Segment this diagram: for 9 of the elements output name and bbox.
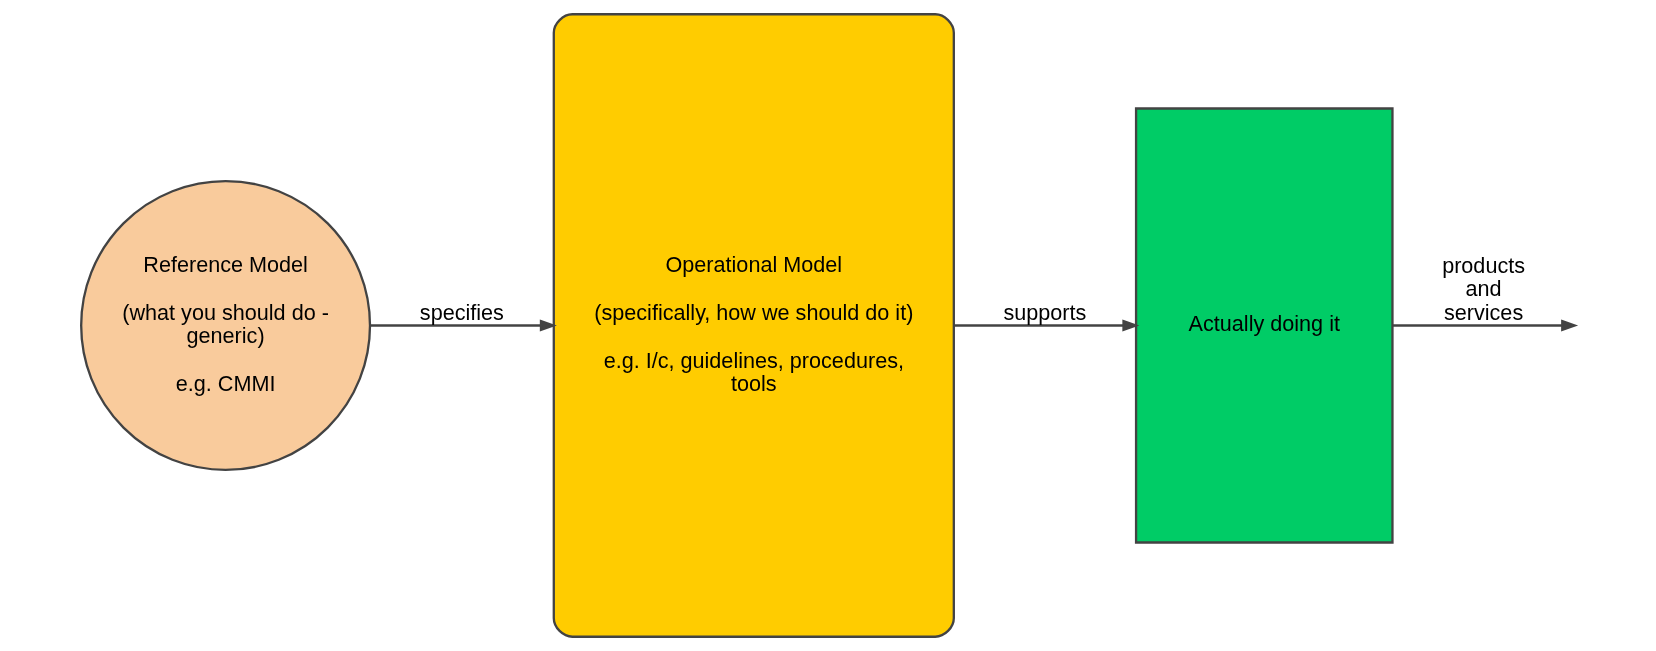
edge-label: supports [1003, 299, 1086, 325]
node-box: Actually doing it [1134, 107, 1394, 544]
edge-label: specifies [419, 299, 504, 325]
edge-label: products and services [1441, 253, 1525, 325]
node-box: Operational Model (specifically, how we should do it) e.g. I/c, guidelines, procedures, tools [552, 13, 955, 638]
arrow [370, 319, 557, 332]
node-circle: Reference Model (what you should do - generic) e.g. CMMI [79, 179, 371, 472]
arrow [953, 319, 1139, 332]
arrow [1392, 319, 1578, 332]
